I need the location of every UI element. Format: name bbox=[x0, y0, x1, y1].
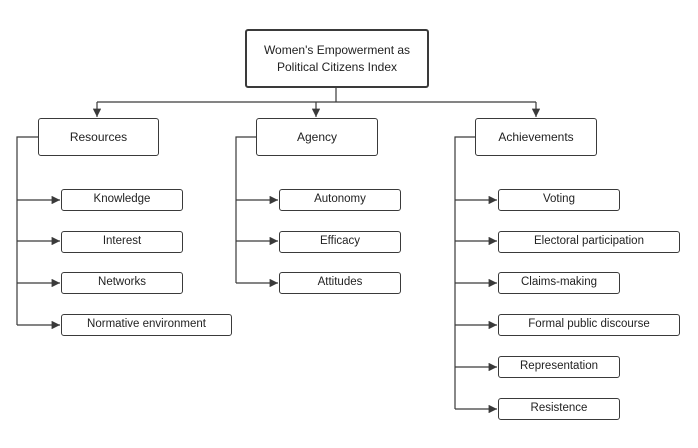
item-representation: Representation bbox=[498, 356, 620, 378]
item-resistence: Resistence bbox=[498, 398, 620, 420]
root-node: Women's Empowerment as Political Citizen… bbox=[245, 29, 429, 88]
item-formal-public-discourse: Formal public discourse bbox=[498, 314, 680, 336]
resources-spine bbox=[16, 136, 38, 325]
category-achievements: Achievements bbox=[475, 118, 597, 156]
item-voting: Voting bbox=[498, 189, 620, 211]
item-networks: Networks bbox=[61, 272, 183, 294]
achievements-spine bbox=[454, 136, 475, 409]
item-interest: Interest bbox=[61, 231, 183, 253]
root-title-line-1: Women's Empowerment as bbox=[263, 43, 411, 58]
item-efficacy: Efficacy bbox=[279, 231, 401, 253]
item-knowledge: Knowledge bbox=[61, 189, 183, 211]
category-agency: Agency bbox=[256, 118, 378, 156]
item-claims-making: Claims-making bbox=[498, 272, 620, 294]
item-normative-environment: Normative environment bbox=[61, 314, 232, 336]
category-resources: Resources bbox=[38, 118, 159, 156]
item-electoral-participation: Electoral participation bbox=[498, 231, 680, 253]
agency-spine bbox=[235, 136, 256, 283]
item-attitudes: Attitudes bbox=[279, 272, 401, 294]
root-title-line-2: Political Citizens Index bbox=[276, 59, 398, 74]
item-autonomy: Autonomy bbox=[279, 189, 401, 211]
